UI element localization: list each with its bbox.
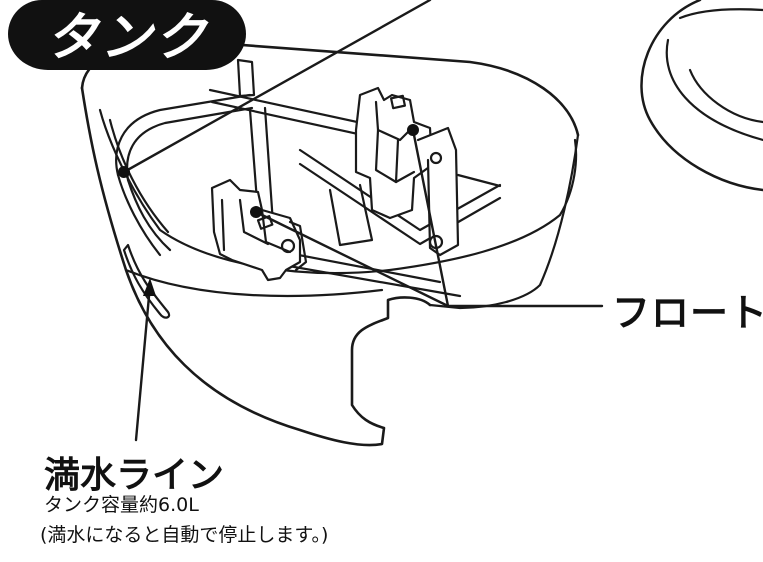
title-text: タンク (45, 7, 208, 68)
capacity-text: タンク容量約6.0L (44, 494, 199, 516)
auto-stop-note: (満水になると自動で停止します。) (40, 524, 329, 546)
arrowhead-full-line (143, 278, 156, 296)
float-left (210, 178, 308, 282)
tank-lid (640, 0, 763, 192)
full-line-label: 満水ライン (44, 455, 225, 496)
tank-body (80, 38, 580, 447)
float-label: フロート (612, 291, 763, 335)
callout-dot-handle (118, 166, 130, 178)
title-badge: タンク (8, 0, 246, 70)
float-right (354, 86, 502, 257)
callout-dot-float-left (250, 206, 262, 218)
leader-lines (122, 0, 604, 442)
callout-dot-float-right (407, 124, 419, 136)
